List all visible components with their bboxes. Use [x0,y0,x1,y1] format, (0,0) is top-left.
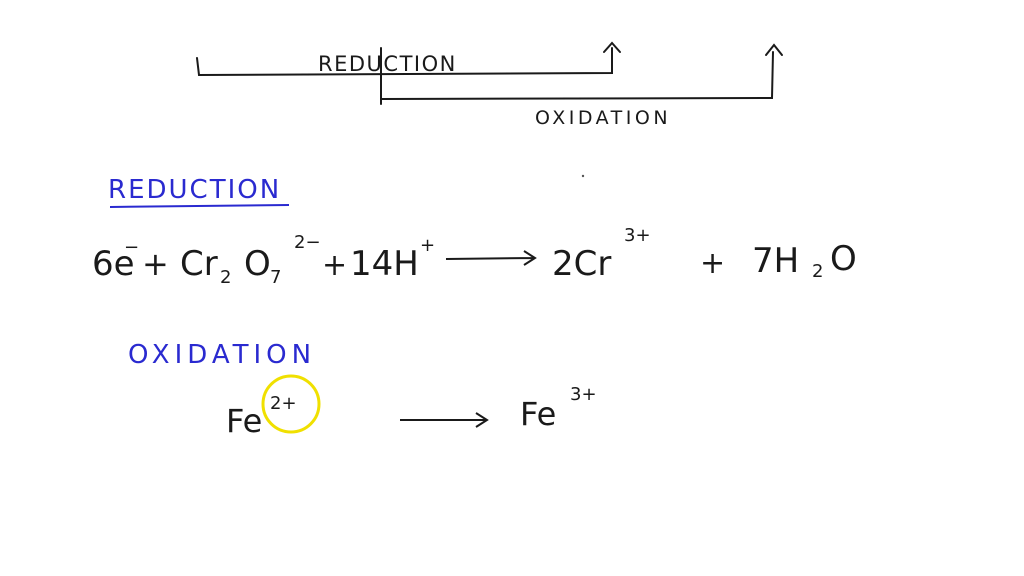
highlight-circle [261,374,321,434]
dichromate-cr: Cr [180,244,218,284]
oxidation-heading: OXIDATION [128,340,316,370]
reduction-heading-underline [109,204,290,208]
bracket-label-oxidation: OXIDATION [535,107,671,129]
plus-sign-1: + [142,245,169,283]
chromium-product-charge: 3+ [624,225,651,246]
iron-product-charge: 3+ [570,384,597,405]
redox-bracket-diagram [196,41,783,105]
water-o: O [830,239,857,279]
stray-dot [581,174,585,178]
water-subscript: 2 [812,261,823,282]
hydrogen-charge: + [420,235,435,256]
electrons-term: 6e [92,244,135,284]
reduction-heading: REDUCTION [108,175,281,205]
dichromate-charge: 2− [294,232,321,253]
reduction-bracket-line [196,47,613,77]
oxidation-equation: Fe 2+ Fe 3+ [226,374,597,440]
dichromate-o-subscript: 7 [270,267,281,288]
reduction-equation: 6e − + Cr 2 O 7 2− + 14H + 2Cr 3+ + 7H 2… [92,225,857,288]
plus-sign-2: + [322,248,347,283]
oxidation-bracket-line [380,51,774,100]
reaction-arrow-oxidation [400,412,489,428]
iron-reactant: Fe [226,402,262,440]
iron-product: Fe [520,395,556,433]
dichromate-cr-subscript: 2 [220,267,231,288]
electron-charge: − [124,237,139,258]
hydrogen-ion: 14H [350,244,419,284]
iron-reactant-charge: 2+ [270,393,297,414]
bracket-label-reduction: REDUCTION [318,52,457,76]
oxidation-bracket-arrowhead [765,43,783,56]
chromium-product: 2Cr [552,244,611,284]
plus-sign-3: + [700,246,725,281]
dichromate-o: O [244,244,271,284]
reduction-bracket-arrowhead [603,41,621,53]
reaction-arrow-reduction [445,250,537,266]
water-h: 7H [752,241,799,281]
